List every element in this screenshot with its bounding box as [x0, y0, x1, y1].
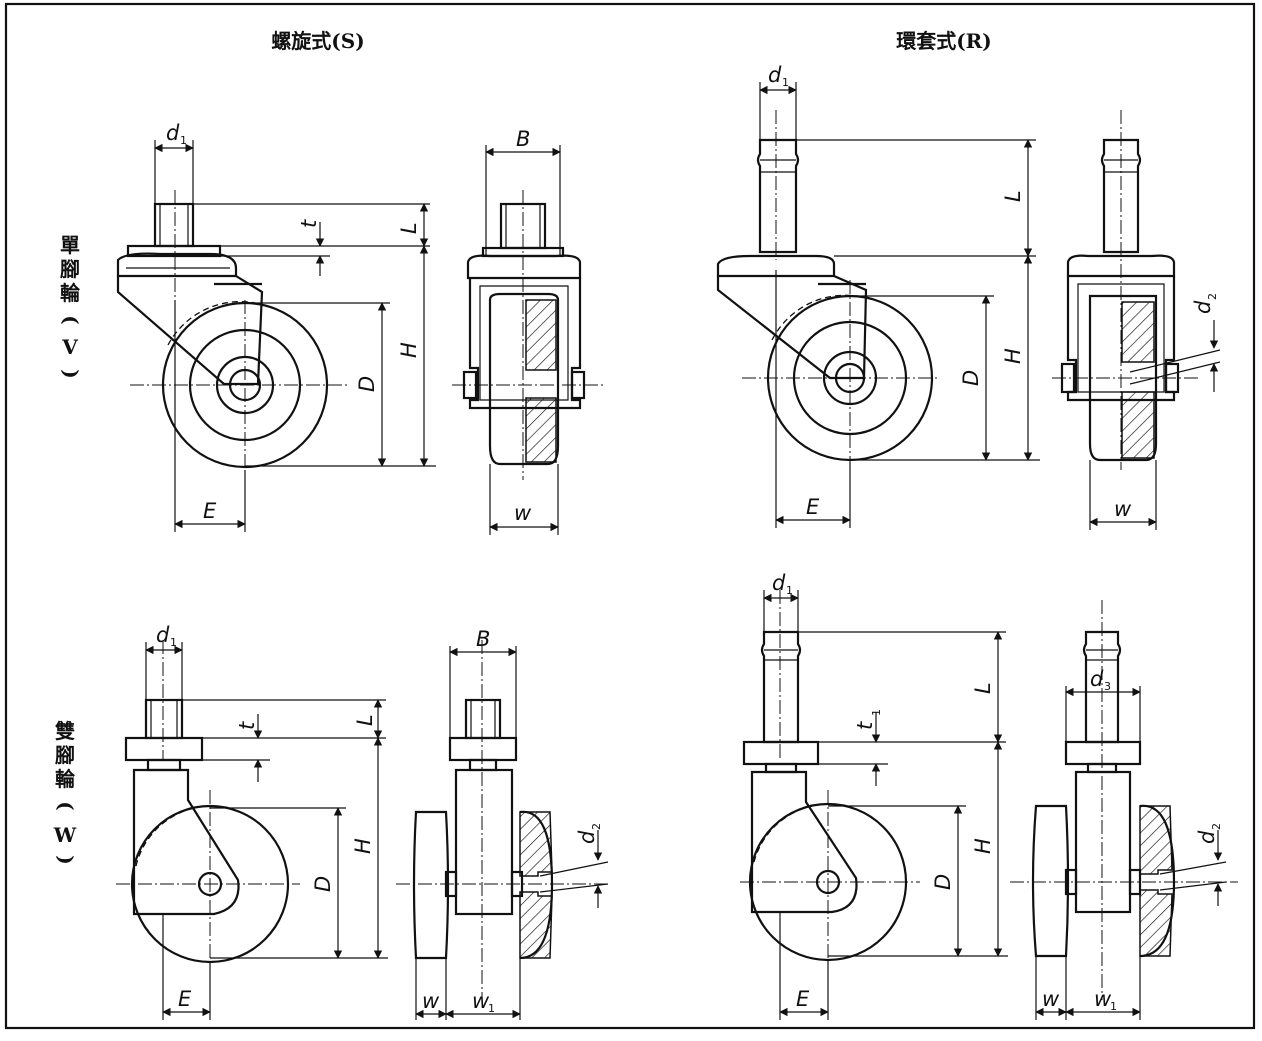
svg-text:H: H — [351, 838, 375, 854]
svg-text:w: w — [1094, 987, 1112, 1011]
frame-border — [4, 2, 1256, 1030]
svg-text:d: d — [1195, 830, 1219, 844]
svg-text:E: E — [796, 987, 810, 1011]
dim-d1-label: d — [166, 121, 180, 145]
dim-L-label: L — [397, 222, 421, 234]
svg-text:d: d — [768, 63, 782, 87]
view-ring-double-side: d 1 L t 1 H D E — [740, 571, 1008, 1020]
svg-text:雙: 雙 — [55, 719, 75, 743]
svg-text:V: V — [61, 335, 78, 359]
dim-w-label: w — [514, 501, 532, 525]
svg-text:1: 1 — [170, 636, 177, 649]
view-screw-double-side: d 1 L t H D E — [116, 623, 388, 1020]
svg-text:w: w — [1042, 987, 1060, 1011]
svg-text:1: 1 — [1110, 1000, 1117, 1013]
column-title-screw: 螺旋式(S) — [271, 29, 364, 53]
svg-text:D: D — [311, 876, 335, 892]
svg-text:d: d — [1191, 300, 1215, 314]
view-ring-double-front: d 3 d 2 w w 1 — [1010, 600, 1238, 1020]
svg-text:B: B — [476, 627, 490, 651]
svg-text:w: w — [422, 989, 440, 1013]
svg-text:w: w — [1114, 497, 1132, 521]
svg-text:E: E — [806, 495, 820, 519]
svg-text:1: 1 — [786, 584, 793, 597]
svg-text:(: ( — [54, 801, 78, 810]
svg-text:E: E — [178, 987, 192, 1011]
svg-text:): ) — [54, 855, 78, 864]
svg-text:2: 2 — [1210, 823, 1223, 830]
svg-text:H: H — [1001, 348, 1025, 364]
dim-D-label: D — [355, 376, 379, 392]
svg-text:d: d — [1090, 667, 1104, 691]
dim-H-label: H — [397, 342, 421, 358]
svg-text:腳: 腳 — [55, 743, 75, 767]
svg-text:D: D — [959, 370, 983, 386]
svg-text:L: L — [1001, 190, 1025, 202]
svg-text:L: L — [353, 714, 377, 726]
svg-text:單: 單 — [60, 233, 80, 257]
view-ring-single-side: d 1 L H D E — [716, 63, 1040, 528]
svg-text:輪: 輪 — [60, 281, 81, 305]
svg-text:): ) — [59, 369, 83, 378]
dim-t-label: t — [297, 219, 321, 228]
svg-text:輪: 輪 — [55, 767, 76, 791]
svg-text:3: 3 — [1104, 680, 1111, 693]
svg-text:W: W — [53, 823, 77, 847]
svg-text:腳: 腳 — [60, 257, 80, 281]
svg-text:D: D — [931, 874, 955, 890]
row-label-single: 單 腳 輪 ( V ) — [59, 233, 83, 379]
view-screw-single-front: B w — [452, 127, 605, 535]
svg-text:d: d — [772, 571, 786, 595]
svg-text:d: d — [156, 623, 170, 647]
svg-text:2: 2 — [1206, 293, 1219, 300]
view-screw-double-front: d 2 B w w 1 — [396, 627, 610, 1020]
svg-text:t: t — [235, 721, 259, 730]
dim-B-label: B — [516, 127, 530, 151]
svg-text:2: 2 — [590, 823, 603, 830]
view-ring-single-front: d 2 w — [1052, 110, 1221, 530]
svg-text:t: t — [853, 721, 877, 730]
svg-text:1: 1 — [488, 1002, 495, 1015]
svg-text:d: d — [575, 830, 599, 844]
column-title-ring: 環套式(R) — [896, 29, 992, 53]
row-label-double: 雙 腳 輪 ( W ) — [53, 719, 78, 865]
svg-text:H: H — [971, 838, 995, 854]
svg-text:(: ( — [59, 315, 83, 324]
svg-text:1: 1 — [782, 76, 789, 89]
svg-text:1: 1 — [870, 709, 883, 716]
svg-text:1: 1 — [180, 134, 187, 147]
dim-E-label: E — [203, 499, 217, 523]
svg-text:w: w — [472, 989, 490, 1013]
svg-text:L: L — [971, 682, 995, 694]
view-screw-single-side: d 1 L t H D E — [116, 121, 436, 532]
